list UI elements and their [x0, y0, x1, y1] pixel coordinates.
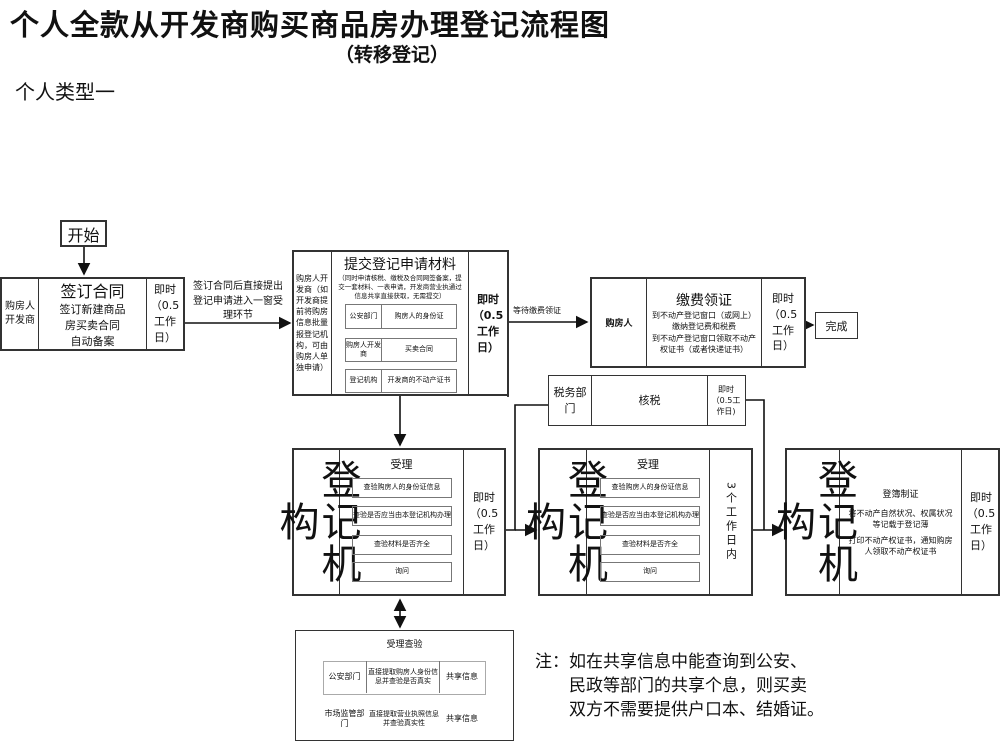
step-party: 购房人 [592, 279, 647, 366]
check-item: 查验材料是否齐全 [600, 535, 700, 555]
check-item: 询问 [352, 562, 452, 582]
step-content: 签订合同 签订新建商品 房买卖合同 自动备案 [39, 279, 147, 349]
check-item: 查验购房人的身份证信息 [352, 478, 452, 498]
done-node: 完成 [815, 312, 858, 339]
step-desc: 将不动产自然状况、权属状况等记载于登记薄 [848, 509, 953, 530]
step-time-col: 3个工作日内 [710, 450, 751, 594]
footnote-line: 注：如在共享信息中能查询到公安、 [535, 652, 807, 672]
step-time: 即时（0.5工作日） [469, 491, 499, 552]
material-what: 购房人的身份证 [381, 304, 457, 329]
tax-step: 税务部门 核税 即时（0.5工作日) [548, 375, 746, 426]
type-label: 个人类型一 [15, 80, 115, 104]
step-note: （同时申请核税、缴税及合同网签备案，提交一套材料、一表申请，开发商营业执通过信息… [338, 274, 462, 300]
step-heading: 受理 [390, 458, 413, 471]
step-desc: 房买卖合同 [65, 319, 120, 333]
step-content: 受理 [340, 450, 464, 594]
verify-what: 直接提取营业执照信息并查验真实性 [369, 709, 439, 727]
step-party: 购房人开发商（如开发商提前将购房信息批量报登记机构，可由购房人单独申请） [294, 252, 332, 394]
check-item: 查验材料是否齐全 [352, 535, 452, 555]
step-time: 即时（0.5工作日） [966, 491, 996, 552]
arrow-label: 签订合同后直接提出登记申请进入一窗受理环节 [193, 281, 283, 321]
step-content: 登簿制证 将不动产自然状况、权属状况等记载于登记薄 打印不动产权证书，通知购房人… [840, 450, 962, 594]
step-content: 受理 [587, 450, 710, 594]
step-desc: 打印不动产权证书，通知购房人领取不动产权证书 [848, 535, 953, 556]
step-desc: 签订新建商品 [59, 303, 126, 317]
footnote-line: 双方不需要提供户口本、结婚证。 [569, 700, 824, 720]
step-party: 购房人开发商 [2, 279, 39, 349]
verify-step: 受理查验 公安部门 直接提取购房人身份信息并查验是否真实 共享信息 市场监管部门… [295, 630, 514, 741]
material-what: 买卖合同 [381, 338, 457, 362]
material-who: 公安部门 [345, 304, 382, 329]
step-heading: 缴费领证 [676, 293, 732, 310]
step-heading: 受理查验 [386, 640, 423, 650]
check-item: 查验是否应当由本登记机构办理 [352, 506, 452, 526]
accept-step-2: 登记机构 受理 3个工作日内 查验购房人的身份证信息 查验是否应当由本登记机构办… [519, 448, 753, 596]
verify-who: 公安部门 [328, 671, 361, 681]
pay-collect-step: 购房人 缴费领证 到不动产登记窗口（或网上）缴纳登记费和税费 到不动产登记窗口领… [590, 277, 806, 368]
step-party: 登记机构 [769, 459, 857, 585]
step-content: 缴费领证 到不动产登记窗口（或网上）缴纳登记费和税费 到不动产登记窗口领取不动产… [647, 279, 762, 366]
step-heading: 登簿制证 [882, 490, 919, 501]
accept-step-1: 登记机构 受理 即时（0.5工作日） 查验购房人的身份证信息 查验是否应当由本登… [273, 448, 506, 596]
arrow-label: 等待缴费领证 [513, 306, 561, 315]
verify-how: 共享信息 [446, 671, 478, 681]
material-who: 购房人开发商 [345, 338, 382, 362]
step-heading: 受理 [637, 458, 659, 471]
step-party-col: 登记机构 [273, 450, 361, 594]
step-time: 即时（0.5工作日） [472, 293, 504, 354]
material-who: 登记机构 [345, 369, 382, 393]
page-subtitle: （转移登记） [335, 44, 450, 66]
step-time: 即时（0.5工作日) [711, 384, 741, 417]
step-desc: 到不动产登记窗口领取不动产权证书（或者快递证书） [652, 333, 756, 354]
step-party-col: 登记机构 [519, 450, 607, 594]
verify-row-border [323, 661, 486, 695]
step-desc: 到不动产登记窗口（或网上）缴纳登记费和税费 [652, 311, 756, 332]
step-heading: 签订合同 [60, 282, 125, 302]
step-task: 核税 [592, 376, 708, 425]
sign-contract-step: 购房人开发商 签订合同 签订新建商品 房买卖合同 自动备案 即时（0.5工作日） [0, 277, 185, 351]
start-node: 开始 [60, 220, 107, 247]
verify-how: 共享信息 [446, 713, 478, 723]
step-party-col: 登记机构 [769, 450, 857, 594]
record-step: 登记机构 登簿制证 将不动产自然状况、权属状况等记载于登记薄 打印不动产权证书，… [769, 448, 1000, 596]
submit-materials-step: 购房人开发商（如开发商提前将购房信息批量报登记机构，可由购房人单独申请） 提交登… [292, 250, 509, 396]
step-desc: 自动备案 [70, 334, 115, 348]
check-item: 查验购房人的身份证信息 [600, 478, 700, 498]
footnote: 注：如在共享信息中能查询到公安、 民政等部门的共享个息，则买卖 双方不需要提供户… [535, 650, 824, 722]
page-title: 个人全款从开发商购买商品房办理登记流程图 [10, 8, 611, 42]
step-party: 登记机构 [519, 459, 607, 585]
verify-what: 直接提取购房人身份信息并查验是否真实 [366, 661, 440, 693]
step-time: 即时（0.5工作日） [150, 283, 180, 344]
check-item: 询问 [600, 562, 700, 582]
step-content: 提交登记申请材料 （同时申请核税、缴税及合同网签备案，提交一套材料、一表申请，开… [332, 252, 469, 394]
check-item: 查验是否应当由本登记机构办理 [600, 506, 700, 526]
verify-who: 市场监管部门 [324, 708, 365, 728]
footnote-line: 民政等部门的共享个息，则买卖 [569, 676, 807, 696]
step-time: 3个工作日内 [724, 482, 738, 562]
step-heading: 提交登记申请材料 [344, 257, 456, 273]
material-what: 开发商的不动产证书 [381, 369, 457, 393]
step-party: 税务部门 [549, 376, 592, 425]
step-time: 即时（0.5工作日） [768, 291, 798, 353]
